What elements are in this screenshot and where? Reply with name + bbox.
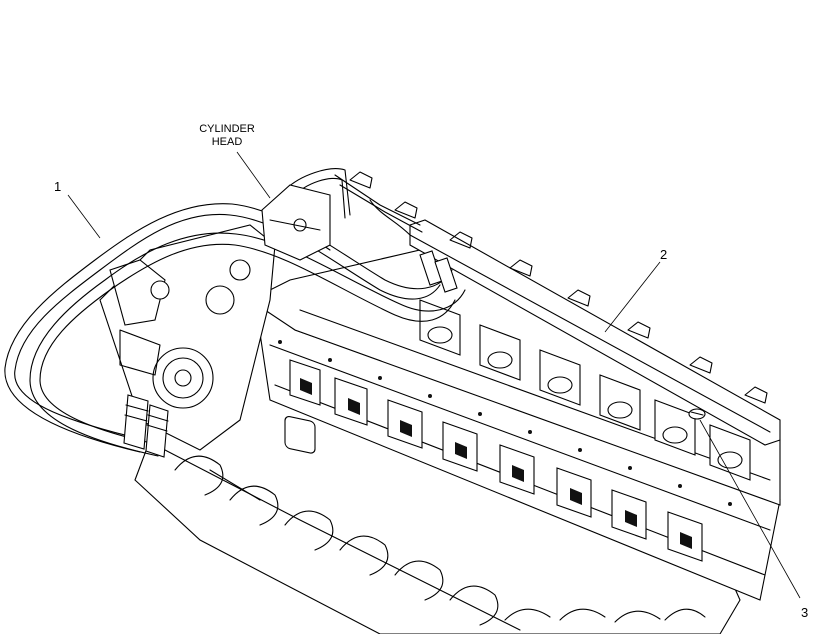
leader-lines bbox=[67, 151, 801, 599]
rear-housing bbox=[261, 184, 331, 261]
fuel-lines bbox=[4, 168, 466, 458]
callout-1: 1 bbox=[54, 179, 62, 194]
callout-2: 2 bbox=[660, 247, 668, 262]
callout-3: 3 bbox=[801, 605, 809, 620]
item-2-leader bbox=[604, 261, 661, 333]
cylinder-head-label: CYLINDER HEAD bbox=[192, 123, 262, 149]
front-cover bbox=[99, 224, 276, 451]
fuel-rail bbox=[349, 171, 781, 446]
cylinder-head-label-line2: HEAD bbox=[211, 136, 243, 148]
item-3-leader bbox=[699, 419, 801, 599]
cylinder-head-leader bbox=[236, 151, 271, 199]
block-side-face bbox=[254, 298, 781, 601]
item-1-leader bbox=[67, 194, 101, 239]
cylinder-head-label-line1: CYLINDER bbox=[199, 123, 255, 135]
